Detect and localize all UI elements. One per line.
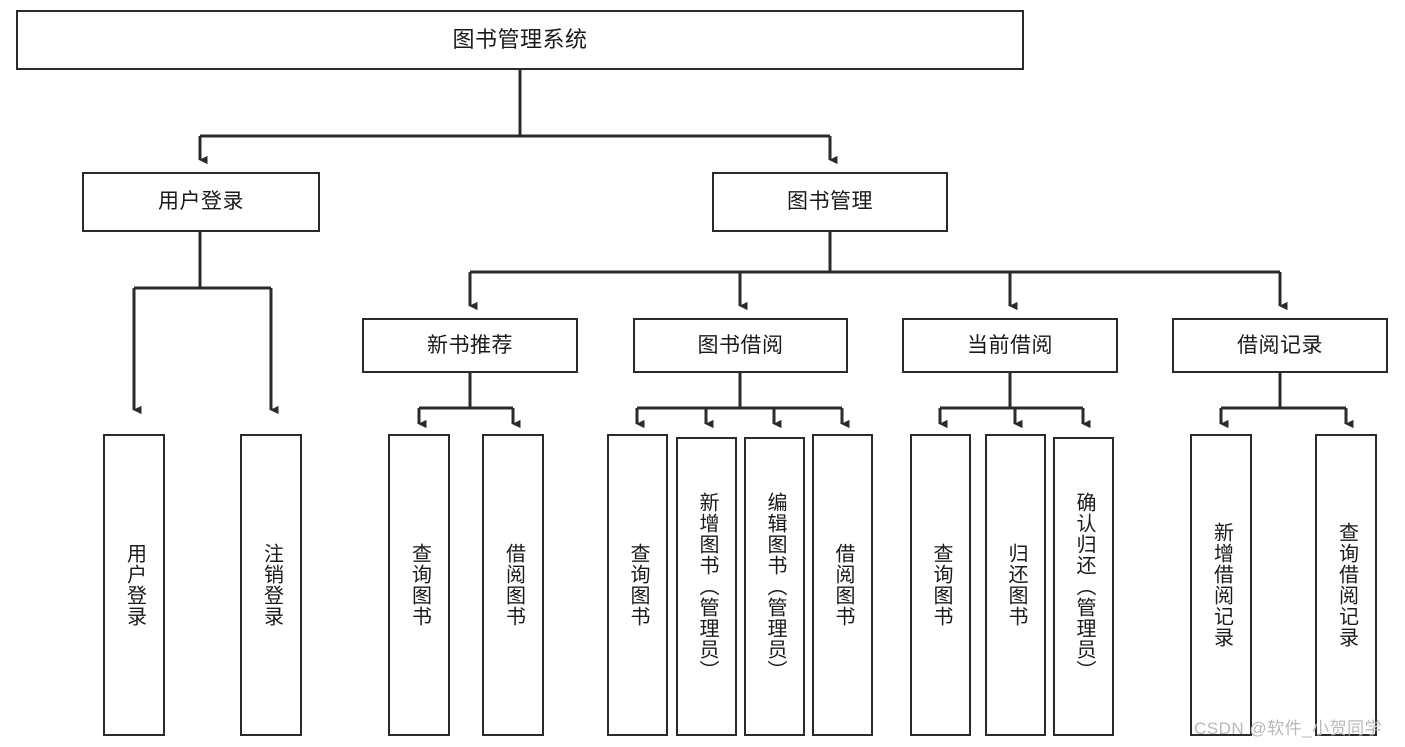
leaf-label: 查询借阅记录 — [1335, 522, 1358, 648]
leaf-borrow-book-book-borrow[interactable]: 借阅图书 — [812, 434, 873, 736]
leaf-query-book-new-book-rec[interactable]: 查询图书 — [388, 434, 450, 736]
node-borrow-record[interactable]: 借阅记录 — [1172, 318, 1388, 373]
leaf-query-book-current-borrow[interactable]: 查询图书 — [910, 434, 971, 736]
leaf-label: 借阅图书 — [502, 543, 525, 627]
leaf-label: 借阅图书 — [832, 543, 854, 627]
leaf-query-borrow-record[interactable]: 查询借阅记录 — [1315, 434, 1377, 736]
leaf-confirm-return-admin[interactable]: 确认归还（管理员） — [1053, 437, 1114, 736]
node-current-borrow[interactable]: 当前借阅 — [902, 318, 1118, 373]
leaf-add-borrow-record[interactable]: 新增借阅记录 — [1190, 434, 1252, 736]
leaf-logout-login[interactable]: 注销登录 — [240, 434, 302, 736]
leaf-return-book[interactable]: 归还图书 — [985, 434, 1046, 736]
leaf-label: 查询图书 — [408, 543, 431, 627]
leaf-add-book-admin[interactable]: 新增图书（管理员） — [676, 437, 737, 736]
node-new-book-recommendation[interactable]: 新书推荐 — [362, 318, 578, 373]
leaf-label: 注销登录 — [260, 543, 283, 627]
leaf-label: 查询图书 — [930, 543, 952, 627]
leaf-borrow-book-new-book-rec[interactable]: 借阅图书 — [482, 434, 544, 736]
node-book-management[interactable]: 图书管理 — [712, 172, 948, 232]
leaf-label: 新增借阅记录 — [1210, 522, 1233, 648]
leaf-query-book-book-borrow[interactable]: 查询图书 — [607, 434, 668, 736]
node-root-book-management-system[interactable]: 图书管理系统 — [16, 10, 1024, 70]
leaf-user-login[interactable]: 用户登录 — [103, 434, 165, 736]
leaf-edit-book-admin[interactable]: 编辑图书（管理员） — [744, 437, 805, 736]
leaf-label: 新增图书（管理员） — [696, 492, 718, 681]
leaf-label: 编辑图书（管理员） — [764, 492, 786, 681]
node-user-login[interactable]: 用户登录 — [82, 172, 320, 232]
leaf-label: 确认归还（管理员） — [1073, 492, 1095, 681]
node-book-borrow[interactable]: 图书借阅 — [633, 318, 848, 373]
leaf-label: 查询图书 — [627, 543, 649, 627]
leaf-label: 归还图书 — [1005, 543, 1027, 627]
leaf-label: 用户登录 — [123, 543, 146, 627]
